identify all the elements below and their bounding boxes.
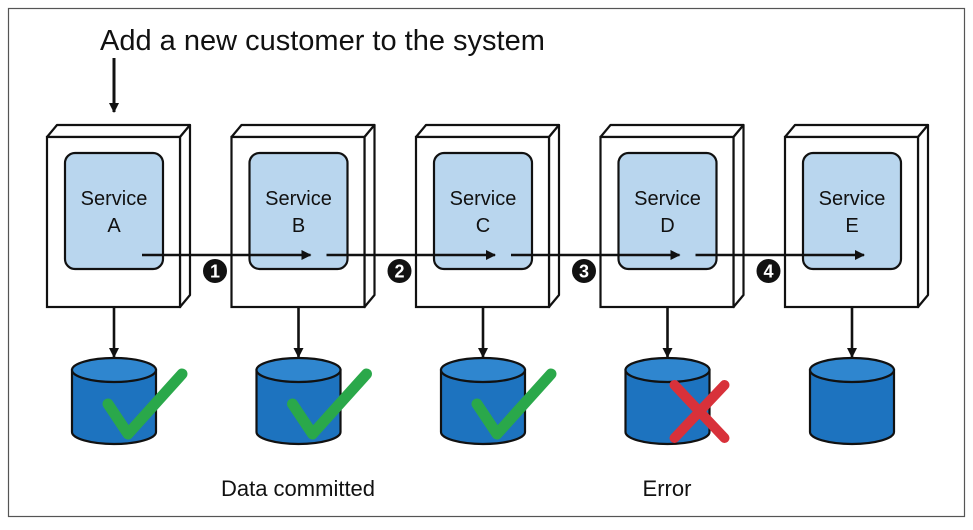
database-top bbox=[255, 356, 342, 384]
service-label: Service bbox=[265, 188, 332, 210]
service-label: Service bbox=[450, 188, 517, 210]
diagram-title: Add a new customer to the system bbox=[100, 25, 545, 57]
box-side-face bbox=[363, 123, 376, 309]
service-panel bbox=[248, 151, 349, 271]
database-icon bbox=[439, 356, 557, 446]
database-icon bbox=[808, 356, 896, 446]
service-letter: E bbox=[845, 215, 858, 237]
flow-step-3: 3 bbox=[511, 250, 681, 283]
service-label: Service bbox=[81, 188, 148, 210]
step-number: 3 bbox=[579, 262, 589, 282]
database-top bbox=[70, 356, 158, 384]
figure-border bbox=[7, 7, 966, 518]
box-top-face bbox=[230, 123, 376, 139]
flow-step-4: 4 bbox=[695, 250, 865, 283]
step-badge bbox=[572, 259, 596, 283]
check-icon bbox=[287, 368, 372, 440]
database-body bbox=[808, 368, 896, 446]
database-icon bbox=[624, 356, 730, 446]
service-letter: B bbox=[292, 215, 305, 237]
box-top-face bbox=[599, 123, 745, 139]
box-top-face bbox=[414, 123, 561, 139]
database-top bbox=[808, 356, 896, 384]
flow-step-1: 1 bbox=[142, 250, 312, 283]
step-number: 4 bbox=[763, 262, 773, 282]
service-letter: A bbox=[107, 215, 121, 237]
service-letter: C bbox=[476, 215, 490, 237]
check-icon bbox=[471, 368, 557, 440]
service-panel bbox=[432, 151, 534, 271]
box-side-face bbox=[547, 123, 561, 309]
box-side-face bbox=[178, 123, 192, 309]
service-panel bbox=[801, 151, 903, 271]
box-side-face bbox=[732, 123, 745, 309]
caption-data-committed: Data committed bbox=[221, 476, 375, 501]
step-badge bbox=[756, 259, 781, 283]
service-panel bbox=[617, 151, 718, 271]
box-top-face bbox=[783, 123, 930, 139]
caption-error: Error bbox=[643, 476, 692, 501]
database-top bbox=[439, 356, 527, 384]
service-panel bbox=[63, 151, 165, 271]
service-label: Service bbox=[819, 188, 886, 210]
box-side-face bbox=[916, 123, 930, 309]
cross-icon bbox=[669, 380, 730, 443]
step-number: 1 bbox=[210, 262, 220, 282]
step-badge bbox=[203, 259, 227, 283]
database-top bbox=[624, 356, 711, 384]
step-number: 2 bbox=[394, 262, 404, 282]
service-label: Service bbox=[634, 188, 701, 210]
check-icon bbox=[102, 368, 188, 440]
database-icon bbox=[255, 356, 372, 446]
flow-step-2: 2 bbox=[326, 250, 496, 283]
service-letter: D bbox=[660, 215, 674, 237]
database-icon bbox=[70, 356, 188, 446]
step-badge bbox=[387, 259, 412, 283]
box-top-face bbox=[45, 123, 192, 139]
